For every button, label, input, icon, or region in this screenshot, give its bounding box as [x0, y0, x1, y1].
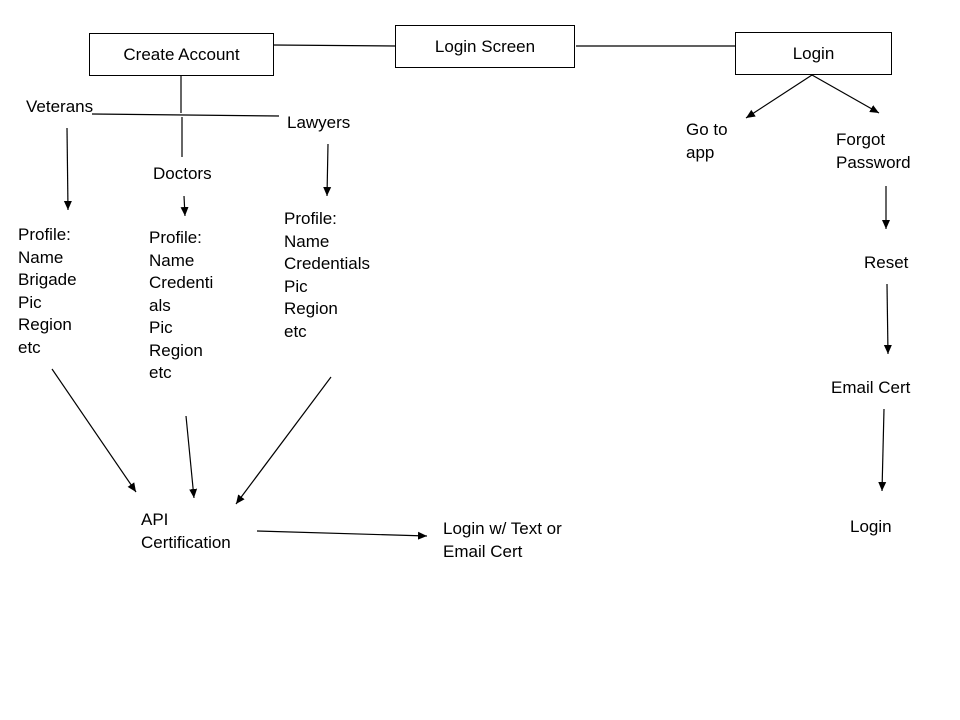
arrow-veterans-profile	[63, 127, 72, 211]
lawyer-profile-text: Profile: Name Credentials Pic Region etc	[284, 209, 370, 341]
doctor-profile-text: Profile: Name Credenti als Pic Region et…	[149, 228, 214, 382]
veterans-label: Veterans	[26, 97, 94, 116]
go-to-app-label: Go to app	[686, 120, 728, 162]
create-account-box: Create Account	[89, 33, 274, 76]
arrow-emailcert-login	[878, 408, 887, 492]
login-text-email-label: Login w/ Text or Email Cert	[443, 519, 562, 561]
arrow-api-login-text	[256, 530, 428, 540]
arrow-lawyer-profile-api	[235, 376, 332, 505]
arrow-lawyers-profile	[323, 143, 332, 197]
create-account-label: Create Account	[123, 44, 240, 64]
login-final-label: Login	[850, 517, 892, 536]
login-box: Login	[735, 32, 892, 75]
doctors-label: Doctors	[153, 164, 212, 183]
line-branch-horizontal	[91, 113, 280, 117]
arrow-doctor-profile-api	[185, 415, 198, 499]
arrow-reset-emailcert	[883, 283, 892, 355]
reset-label: Reset	[864, 253, 909, 272]
line-create-to-loginscreen	[272, 44, 397, 47]
login-box-label: Login	[792, 43, 835, 63]
email-cert-label: Email Cert	[831, 378, 911, 397]
login-screen-label: Login Screen	[434, 36, 536, 56]
arrow-login-goto-app	[745, 74, 813, 119]
forgot-password-label: Forgot Password	[836, 130, 911, 172]
arrow-veteran-profile-api	[51, 368, 137, 493]
arrow-login-forgot	[811, 74, 880, 114]
lawyers-label: Lawyers	[287, 113, 351, 132]
arrow-doctors-profile	[180, 195, 189, 217]
veteran-profile-text: Profile: Name Brigade Pic Region etc	[18, 225, 77, 357]
api-certification-label: API Certification	[141, 510, 231, 552]
login-screen-box: Login Screen	[395, 25, 575, 68]
